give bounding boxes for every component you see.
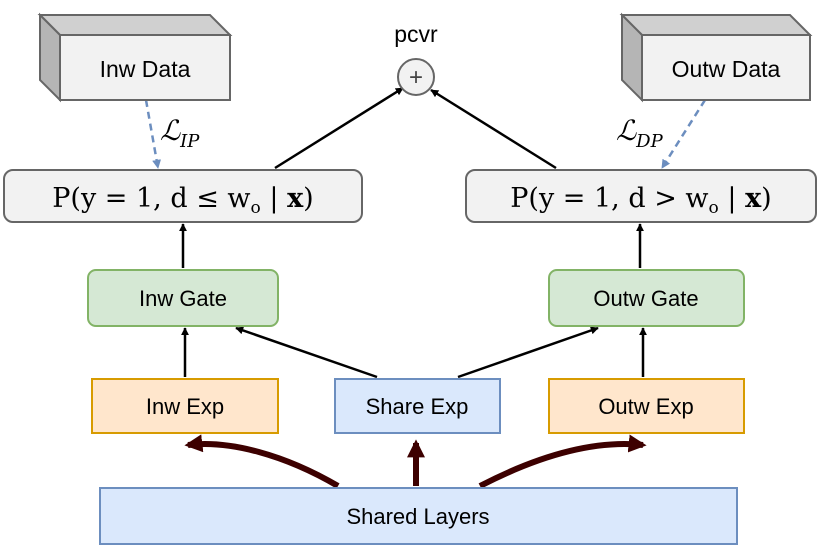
loss-ip-subscript: IP bbox=[179, 131, 200, 152]
loss-dp-label: ℒDP bbox=[616, 114, 664, 152]
share-exp-label: Share Exp bbox=[366, 394, 469, 419]
inw-prob-close: ) bbox=[303, 183, 314, 214]
inw-prob-main: P(y = 1, d ≤ w bbox=[52, 183, 250, 214]
outw-data-box: Outw Data bbox=[619, 12, 813, 103]
inw-prob-tail: | bbox=[261, 183, 287, 214]
outw-probability-box: P(y = 1, d > wo | x) bbox=[465, 169, 817, 223]
thick-arrow-shared-to-inw-exp bbox=[184, 434, 340, 489]
inw-prob-sub: o bbox=[251, 198, 261, 218]
arrow-inw-prob-to-pcvr bbox=[274, 86, 404, 170]
arrow-outw-prob-to-pcvr bbox=[430, 88, 557, 170]
thick-arrow-shared-to-outw-exp bbox=[478, 434, 647, 489]
arrow-share-exp-to-outw-gate bbox=[457, 326, 599, 379]
inw-data-box: Inw Data bbox=[37, 12, 233, 103]
dashed-arrow-inw-data bbox=[144, 99, 162, 169]
inw-probability-formula: P(y = 1, d ≤ wo | x) bbox=[52, 183, 313, 218]
loss-ip-symbol: ℒ bbox=[160, 114, 181, 147]
pcvr-label: pcvr bbox=[394, 21, 438, 47]
sum-node bbox=[397, 58, 435, 96]
outw-gate-label: Outw Gate bbox=[593, 286, 698, 311]
inw-prob-bold: x bbox=[287, 183, 304, 214]
arrow-share-exp-to-inw-gate bbox=[235, 326, 378, 379]
outw-prob-bold: x bbox=[745, 183, 762, 214]
outw-prob-tail: | bbox=[719, 183, 745, 214]
outw-probability-formula: P(y = 1, d > wo | x) bbox=[510, 183, 771, 218]
outw-prob-close: ) bbox=[761, 183, 772, 214]
plus-icon: + bbox=[409, 64, 423, 91]
shared-layers-label: Shared Layers bbox=[346, 504, 489, 529]
inw-gate-box: Inw Gate bbox=[87, 269, 279, 327]
shared-layers-box: Shared Layers bbox=[99, 487, 738, 545]
loss-dp-subscript: DP bbox=[635, 131, 663, 152]
outw-prob-main: P(y = 1, d > w bbox=[510, 183, 708, 214]
outw-exp-label: Outw Exp bbox=[598, 394, 693, 419]
inw-gate-label: Inw Gate bbox=[139, 286, 227, 311]
inw-exp-label: Inw Exp bbox=[146, 394, 224, 419]
outw-exp-box: Outw Exp bbox=[548, 378, 745, 434]
inw-probability-box: P(y = 1, d ≤ wo | x) bbox=[3, 169, 363, 223]
outw-data-label: Outw Data bbox=[672, 56, 781, 82]
share-exp-box: Share Exp bbox=[334, 378, 501, 434]
inw-exp-box: Inw Exp bbox=[91, 378, 279, 434]
dashed-arrow-outw-data bbox=[660, 99, 707, 169]
loss-dp-symbol: ℒ bbox=[616, 114, 637, 147]
outw-gate-box: Outw Gate bbox=[548, 269, 745, 327]
loss-ip-label: ℒIP bbox=[160, 114, 200, 152]
inw-data-label: Inw Data bbox=[100, 56, 191, 82]
outw-prob-sub: o bbox=[709, 198, 719, 218]
